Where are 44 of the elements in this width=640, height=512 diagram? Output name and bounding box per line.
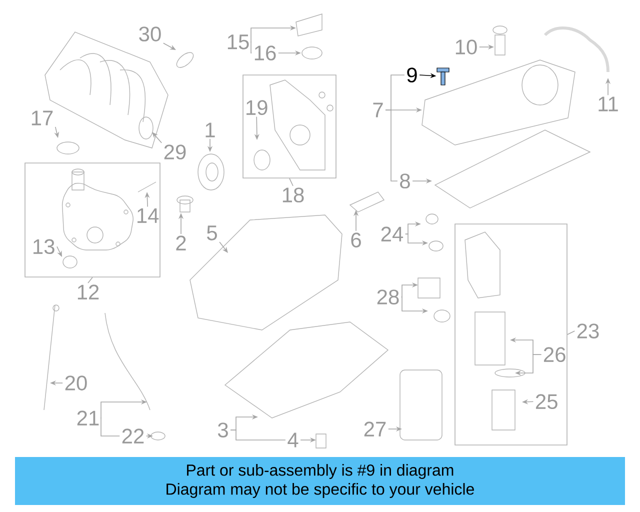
leader-line bbox=[152, 132, 162, 144]
frame-box bbox=[24, 162, 160, 278]
bracket-line bbox=[230, 430, 286, 440]
callout-number: 22 bbox=[122, 428, 144, 444]
callout-number: 4 bbox=[288, 432, 298, 448]
callout-number: 25 bbox=[536, 394, 558, 410]
bracket-line bbox=[385, 110, 398, 182]
callout-number: 11 bbox=[598, 96, 618, 112]
callout-number: 17 bbox=[32, 110, 53, 126]
callout-number: 20 bbox=[65, 376, 87, 390]
bracket-line bbox=[88, 277, 93, 284]
callout-number: 7 bbox=[373, 102, 383, 118]
callout-number: 3 bbox=[218, 422, 228, 438]
callout-number: 13 bbox=[34, 239, 54, 254]
callout-number: 24 bbox=[381, 226, 404, 242]
frame-box bbox=[454, 224, 568, 446]
callout-number: 5 bbox=[207, 226, 217, 240]
callout-number: 1 bbox=[206, 122, 215, 138]
callout-number: 28 bbox=[377, 290, 399, 304]
bracket-line bbox=[567, 330, 576, 335]
callout-number: 27 bbox=[364, 422, 386, 436]
callout-number: 26 bbox=[544, 347, 566, 362]
callout-number: 19 bbox=[246, 100, 268, 116]
bracket-line bbox=[100, 418, 120, 436]
bolt-drawing bbox=[436, 68, 450, 86]
callout-number: 6 bbox=[351, 232, 361, 248]
frame-box bbox=[242, 74, 336, 178]
callout-number: 9 bbox=[407, 68, 417, 82]
callout-number: 29 bbox=[164, 144, 186, 160]
callout-number: 30 bbox=[139, 26, 161, 42]
callout-number: 15 bbox=[228, 34, 249, 50]
callout-number: 21 bbox=[77, 410, 99, 426]
callout-number: 14 bbox=[138, 208, 159, 223]
callout-number: 2 bbox=[176, 236, 186, 250]
leader-line bbox=[219, 242, 228, 253]
callout-number: 16 bbox=[254, 46, 276, 60]
bracket-line bbox=[250, 42, 252, 54]
callout-number: 18 bbox=[282, 188, 304, 202]
callout-number: 8 bbox=[400, 174, 410, 188]
bracket-line bbox=[289, 178, 294, 186]
notice-banner: Part or sub-assembly is #9 in diagram Diagram may not be specific to your vehicle bbox=[15, 457, 625, 505]
callout-number: 23 bbox=[577, 324, 599, 338]
callout-number: 12 bbox=[78, 284, 99, 300]
callout-number: 10 bbox=[456, 40, 477, 54]
